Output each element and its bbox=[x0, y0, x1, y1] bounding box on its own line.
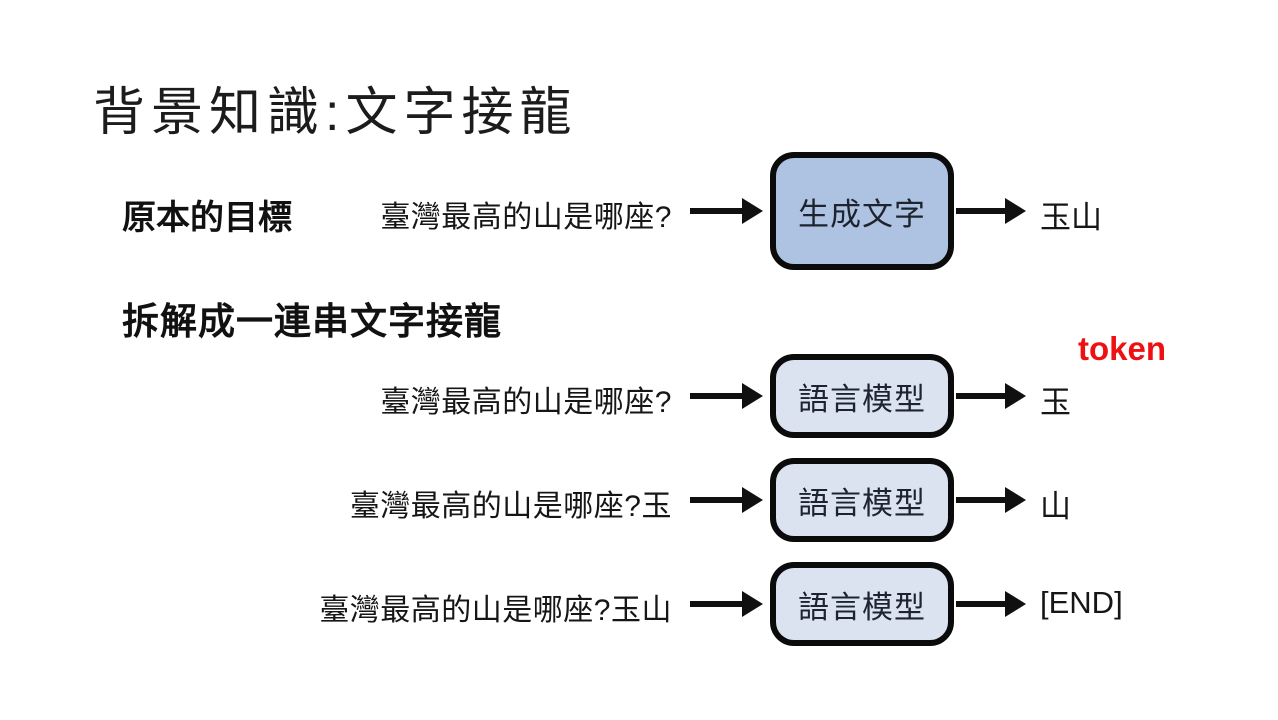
arrow-right-icon bbox=[956, 591, 1026, 617]
row3-input-text: 臺灣最高的山是哪座?玉 bbox=[349, 490, 672, 523]
language-model-box-label: 語言模型 bbox=[798, 485, 926, 521]
language-model-box-label: 語言模型 bbox=[798, 589, 926, 625]
arrow-right-icon bbox=[690, 383, 763, 409]
arrow-right-icon bbox=[690, 198, 763, 224]
row4-output-text: [END] bbox=[1040, 585, 1123, 620]
language-model-box: 語言模型 bbox=[770, 562, 954, 646]
decompose-label: 拆解成一連串文字接龍 bbox=[122, 301, 502, 342]
language-model-box: 語言模型 bbox=[770, 354, 954, 438]
row2-input-text: 臺灣最高的山是哪座? bbox=[380, 386, 672, 419]
generate-text-box-label: 生成文字 bbox=[798, 196, 926, 232]
language-model-box: 語言模型 bbox=[770, 458, 954, 542]
arrow-right-icon bbox=[690, 591, 763, 617]
arrow-right-icon bbox=[956, 198, 1026, 224]
arrow-right-icon bbox=[690, 487, 763, 513]
row3-output-text: 山 bbox=[1040, 489, 1071, 524]
arrow-right-icon bbox=[956, 487, 1026, 513]
original-goal-label: 原本的目標 bbox=[122, 199, 292, 237]
row1-input-text: 臺灣最高的山是哪座? bbox=[380, 201, 672, 234]
row4-input-text: 臺灣最高的山是哪座?玉山 bbox=[319, 594, 672, 627]
generate-text-box: 生成文字 bbox=[770, 152, 954, 270]
row1-output-text: 玉山 bbox=[1040, 200, 1102, 235]
token-annotation: token bbox=[1078, 330, 1167, 367]
arrow-right-icon bbox=[956, 383, 1026, 409]
slide-title: 背景知識:文字接龍 bbox=[93, 84, 578, 142]
language-model-box-label: 語言模型 bbox=[798, 381, 926, 417]
row2-output-text: 玉 bbox=[1040, 385, 1071, 420]
